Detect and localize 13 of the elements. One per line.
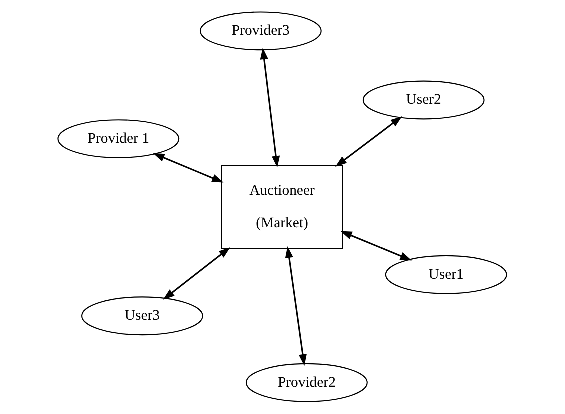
arrow: [153, 153, 224, 183]
arrow: [260, 48, 280, 168]
node-ellipse: User1: [385, 255, 508, 294]
arrow: [340, 231, 412, 261]
node-ellipse: Provider 1: [58, 120, 180, 158]
node-box: Auctioneer (Market): [221, 165, 344, 250]
node-ellipse: User3: [82, 296, 204, 336]
node-ellipse: Provider2: [246, 363, 368, 402]
node-ellipse: User2: [362, 80, 485, 120]
arrow: [336, 116, 402, 167]
arrow: [163, 248, 230, 300]
arrow: [285, 246, 307, 366]
node-ellipse: Provider3: [200, 12, 322, 51]
